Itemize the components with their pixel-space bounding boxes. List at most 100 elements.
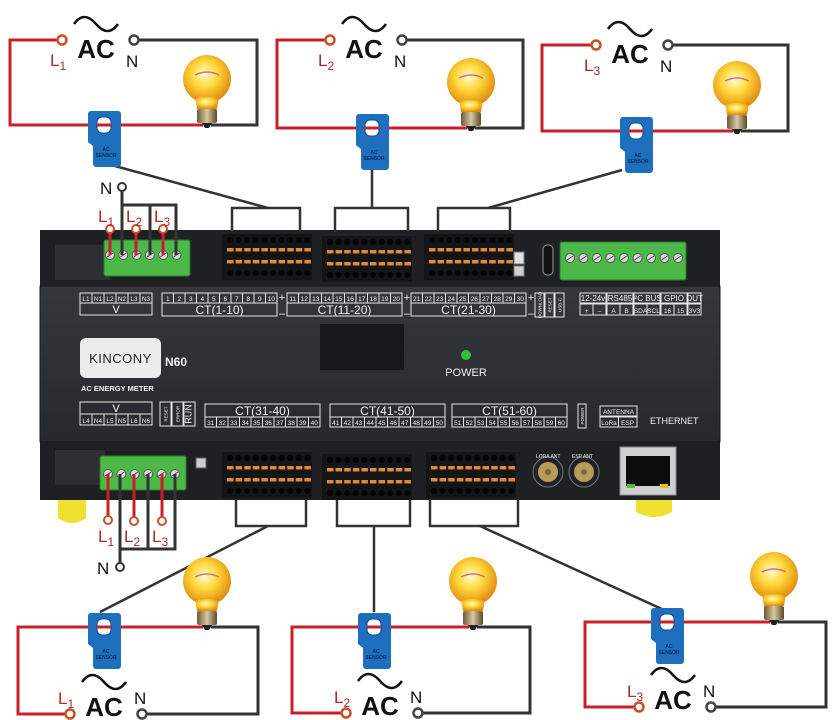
ct-spring-lever[interactable] — [261, 248, 268, 252]
ct-spring-lever[interactable] — [499, 478, 507, 482]
ct-spring-lever[interactable] — [361, 250, 368, 254]
ct-spring-lever[interactable] — [295, 248, 303, 252]
ct-spring-lever[interactable] — [465, 466, 472, 470]
ct-spring-lever[interactable] — [437, 248, 445, 252]
ct-spring-lever[interactable] — [335, 262, 343, 266]
ct-spring-lever[interactable] — [344, 480, 351, 484]
ct-spring-lever[interactable] — [278, 248, 286, 252]
ct-spring-lever[interactable] — [287, 478, 294, 482]
ct-spring-lever[interactable] — [252, 466, 260, 470]
ct-spring-lever[interactable] — [244, 260, 251, 264]
ct-spring-lever[interactable] — [404, 480, 411, 484]
ct-spring-lever[interactable] — [456, 478, 464, 482]
ct-spring-lever[interactable] — [454, 260, 462, 264]
ct-spring-lever[interactable] — [465, 478, 472, 482]
ct-spring-lever[interactable] — [474, 478, 481, 482]
ct-spring-lever[interactable] — [352, 250, 360, 254]
ct-spring-lever[interactable] — [235, 466, 243, 470]
ct-spring-lever[interactable] — [448, 478, 455, 482]
ct-spring-lever[interactable] — [431, 466, 438, 470]
ct-spring-lever[interactable] — [278, 478, 286, 482]
ct-spring-lever[interactable] — [387, 468, 394, 472]
ct-spring-lever[interactable] — [304, 478, 311, 482]
ct-spring-lever[interactable] — [482, 478, 490, 482]
ct-spring-lever[interactable] — [404, 250, 411, 254]
ct-spring-lever[interactable] — [352, 262, 360, 266]
ct-spring-lever[interactable] — [252, 478, 260, 482]
ct-spring-lever[interactable] — [506, 260, 513, 264]
ct-spring-lever[interactable] — [395, 468, 403, 472]
ct-spring-lever[interactable] — [327, 480, 334, 484]
ct-spring-lever[interactable] — [472, 260, 479, 264]
ct-spring-lever[interactable] — [335, 468, 343, 472]
ct-spring-lever[interactable] — [304, 260, 311, 264]
ct-spring-lever[interactable] — [287, 466, 294, 470]
ct-spring-lever[interactable] — [404, 262, 411, 266]
ct-spring-lever[interactable] — [270, 466, 277, 470]
ct-spring-lever[interactable] — [370, 262, 377, 266]
esp-antenna-connector[interactable] — [568, 456, 600, 488]
ct-spring-lever[interactable] — [295, 478, 303, 482]
ct-spring-lever[interactable] — [227, 248, 234, 252]
ct-spring-lever[interactable] — [480, 260, 488, 264]
ct-spring-lever[interactable] — [278, 466, 286, 470]
ct-spring-lever[interactable] — [480, 248, 488, 252]
ct-spring-lever[interactable] — [327, 468, 334, 472]
ct-spring-lever[interactable] — [378, 480, 386, 484]
ct-spring-lever[interactable] — [446, 260, 453, 264]
ct-spring-lever[interactable] — [491, 466, 498, 470]
ct-spring-lever[interactable] — [456, 466, 464, 470]
ct-spring-lever[interactable] — [378, 250, 386, 254]
ct-spring-lever[interactable] — [304, 466, 311, 470]
ct-spring-lever[interactable] — [387, 262, 394, 266]
ct-spring-lever[interactable] — [235, 478, 243, 482]
ct-spring-lever[interactable] — [489, 248, 496, 252]
ct-spring-lever[interactable] — [395, 480, 403, 484]
ct-spring-lever[interactable] — [327, 262, 334, 266]
ct-spring-lever[interactable] — [227, 260, 234, 264]
ct-spring-lever[interactable] — [429, 260, 436, 264]
ct-spring-lever[interactable] — [244, 248, 251, 252]
ct-spring-lever[interactable] — [344, 262, 351, 266]
ct-spring-lever[interactable] — [227, 478, 234, 482]
ct-spring-lever[interactable] — [244, 478, 251, 482]
ct-spring-lever[interactable] — [335, 480, 343, 484]
ct-spring-lever[interactable] — [439, 466, 447, 470]
ct-spring-lever[interactable] — [404, 468, 411, 472]
ct-spring-lever[interactable] — [295, 260, 303, 264]
ct-spring-lever[interactable] — [278, 260, 286, 264]
ct-spring-lever[interactable] — [235, 260, 243, 264]
ct-spring-lever[interactable] — [261, 466, 268, 470]
ct-spring-lever[interactable] — [287, 248, 294, 252]
ct-spring-lever[interactable] — [463, 248, 470, 252]
ct-spring-lever[interactable] — [395, 250, 403, 254]
ct-spring-lever[interactable] — [370, 468, 377, 472]
ct-spring-lever[interactable] — [497, 248, 505, 252]
ct-spring-lever[interactable] — [378, 262, 386, 266]
ct-spring-lever[interactable] — [431, 478, 438, 482]
ct-spring-lever[interactable] — [361, 480, 368, 484]
ct-spring-lever[interactable] — [361, 468, 368, 472]
ct-spring-lever[interactable] — [395, 262, 403, 266]
ct-spring-lever[interactable] — [497, 260, 505, 264]
ct-spring-lever[interactable] — [252, 260, 260, 264]
ct-spring-lever[interactable] — [227, 466, 234, 470]
ct-spring-lever[interactable] — [261, 260, 268, 264]
ct-spring-lever[interactable] — [244, 466, 251, 470]
ct-spring-lever[interactable] — [370, 250, 377, 254]
ethernet-port[interactable] — [619, 446, 677, 496]
ct-spring-lever[interactable] — [270, 478, 277, 482]
ct-spring-lever[interactable] — [335, 250, 343, 254]
ct-spring-lever[interactable] — [446, 248, 453, 252]
ct-spring-lever[interactable] — [304, 248, 311, 252]
ct-spring-lever[interactable] — [270, 260, 277, 264]
ct-spring-lever[interactable] — [437, 260, 445, 264]
ct-spring-lever[interactable] — [482, 466, 490, 470]
ct-spring-lever[interactable] — [344, 250, 351, 254]
ct-spring-lever[interactable] — [387, 250, 394, 254]
ct-spring-lever[interactable] — [378, 468, 386, 472]
ct-spring-lever[interactable] — [352, 468, 360, 472]
ct-spring-lever[interactable] — [454, 248, 462, 252]
ct-spring-lever[interactable] — [448, 466, 455, 470]
usb-c-port[interactable] — [542, 244, 554, 276]
